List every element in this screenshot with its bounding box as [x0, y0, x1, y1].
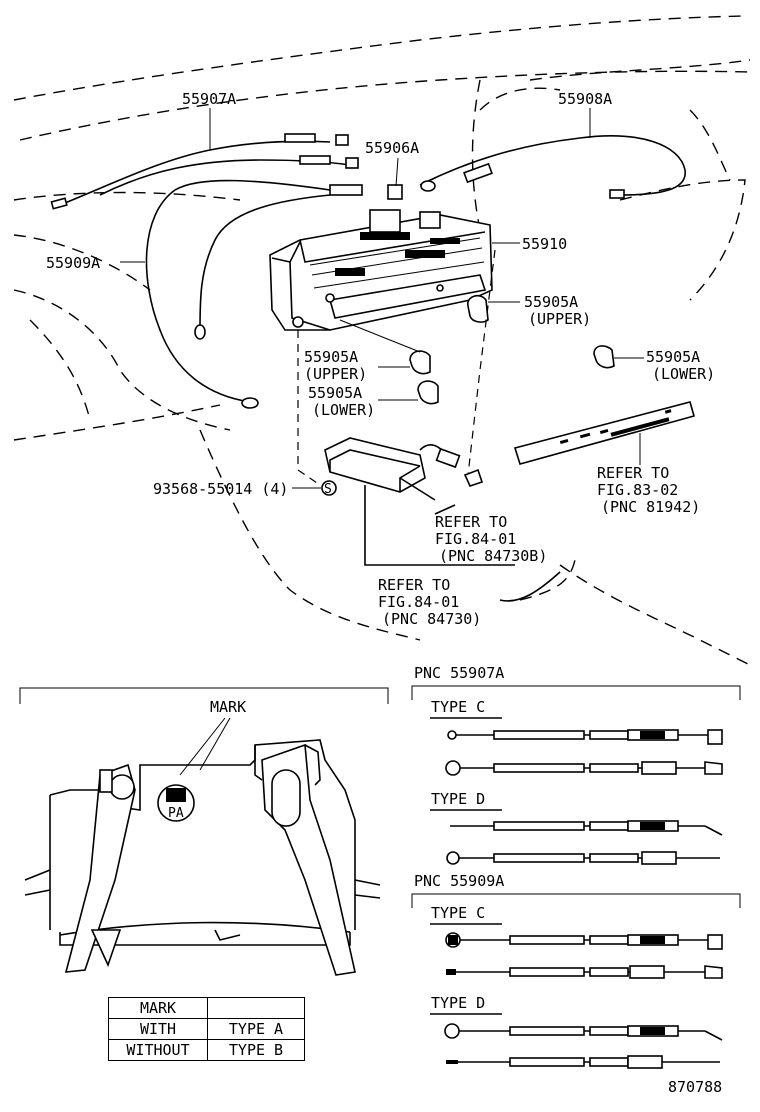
label-55905A-upper-right: 55905A: [524, 293, 578, 311]
ref3-line2: FIG.84-01: [378, 593, 459, 611]
pnc2-type-d: TYPE D: [431, 994, 485, 1012]
mark-table-cell: WITH: [108, 1018, 208, 1040]
mark-table-cell: TYPE A: [207, 1018, 305, 1040]
cable-55908A: [419, 108, 686, 199]
label-lower-right: (LOWER): [652, 365, 715, 383]
cable-55909A: [120, 179, 363, 409]
ref2-line2: FIG.84-01: [435, 530, 516, 548]
pnc1-type-d: TYPE D: [431, 790, 485, 808]
mark-table-header-cell: [207, 997, 305, 1019]
screw-leader: [297, 330, 321, 486]
ref3-leader: [499, 571, 561, 602]
pnc1-title: PNC 55907A: [414, 664, 504, 682]
indicator-panel-strip: [513, 401, 695, 465]
mark-table-row: WITH TYPE A: [108, 1018, 305, 1040]
mark-table-header: MARK: [108, 997, 305, 1019]
heater-control-assembly: [269, 209, 520, 331]
label-55906A: 55906A: [365, 139, 419, 157]
svg-text:S: S: [324, 482, 332, 497]
mark-table-cell: WITHOUT: [108, 1039, 208, 1061]
clips-55905A: [339, 294, 644, 405]
label-55908A: 55908A: [558, 90, 612, 108]
mark-table-row: WITHOUT TYPE B: [108, 1039, 305, 1061]
diagram-number: 870788: [668, 1078, 722, 1096]
pnc2-type-c: TYPE C: [431, 904, 485, 922]
mark-table-header-cell: MARK: [108, 997, 208, 1019]
label-upper-right: (UPPER): [528, 310, 591, 328]
clip-55906A: [387, 157, 403, 200]
ref2-line1: REFER TO: [435, 513, 507, 531]
label-55907A: 55907A: [182, 90, 236, 108]
label-55905A-lower-left: 55905A: [308, 384, 362, 402]
ref2-line3: (PNC 84730B): [439, 547, 547, 565]
mark-label: MARK: [210, 698, 246, 716]
amplifier-module: [324, 437, 515, 566]
label-screw: 93568-55014 (4): [153, 480, 288, 498]
ref3-line1: REFER TO: [378, 576, 450, 594]
screw-symbol: S: [292, 480, 337, 497]
pnc1-type-c: TYPE C: [431, 698, 485, 716]
label-55910: 55910: [522, 235, 567, 253]
dashboard-outline: [13, 15, 751, 666]
pnc2-title: PNC 55909A: [414, 872, 504, 890]
mark-detail: MARK PA: [19, 687, 389, 976]
label-55905A-upper-left: 55905A: [304, 348, 358, 366]
ref1-line2: FIG.83-02: [597, 481, 678, 499]
mark-table: MARK WITH TYPE A WITHOUT TYPE B: [108, 997, 305, 1061]
mark-table-cell: TYPE B: [207, 1039, 305, 1061]
label-upper-left: (UPPER): [304, 365, 367, 383]
ref1-line1: REFER TO: [597, 464, 669, 482]
label-lower-left: (LOWER): [312, 401, 375, 419]
mark-badge-text: PA: [168, 806, 184, 821]
ref2-leader: [434, 504, 456, 515]
cable-55907A: [50, 108, 359, 210]
ref3-line3: (PNC 84730): [382, 610, 481, 628]
label-55909A: 55909A: [46, 254, 100, 272]
label-55905A-lower-right: 55905A: [646, 348, 700, 366]
ref1-line3: (PNC 81942): [601, 498, 700, 516]
pnc-55907A-section: PNC 55907A TYPE C TYPE D: [411, 664, 741, 865]
unit-leader-right: [467, 249, 496, 476]
pnc-55909A-section: PNC 55909A TYPE C TYPE D: [411, 872, 741, 1069]
